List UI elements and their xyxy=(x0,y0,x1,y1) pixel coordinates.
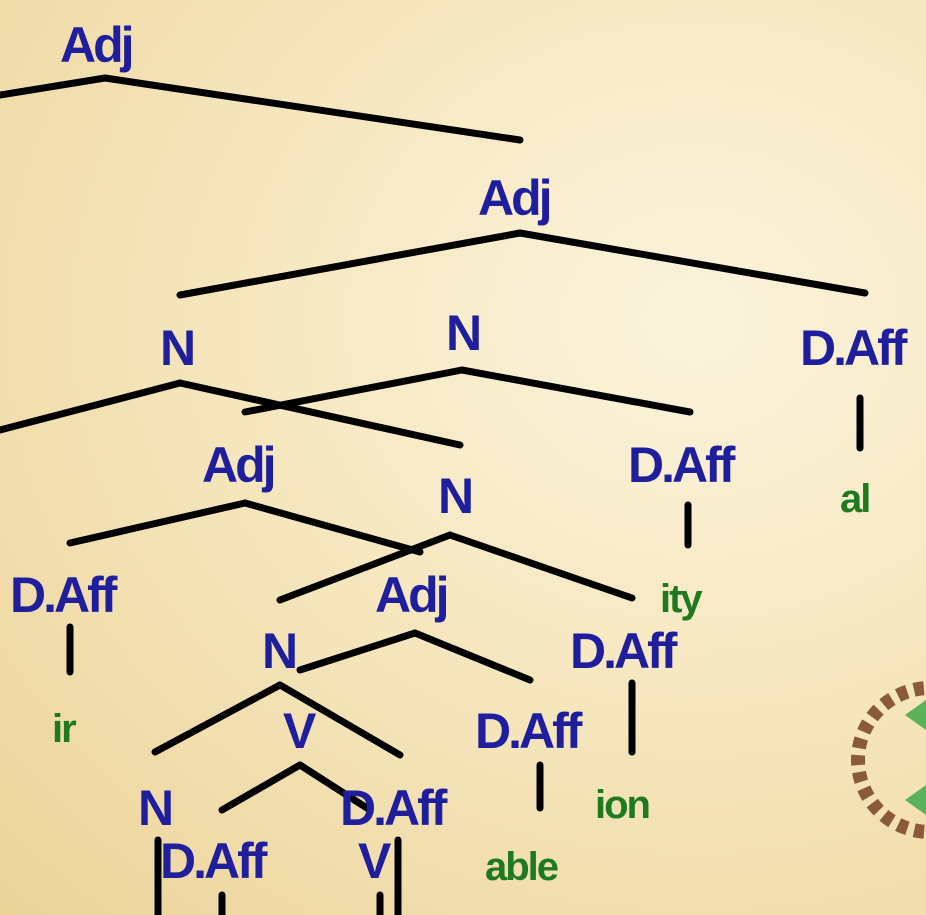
node-daff-ion: D.Aff xyxy=(570,623,678,679)
tree-nodes: Adj Adj N N D.Aff Adj N D.Aff D.Aff Adj … xyxy=(10,17,911,889)
tree-leaves: al ity ir ion able xyxy=(52,477,871,889)
tree-edges xyxy=(0,74,869,915)
node-n-left: N xyxy=(160,320,193,376)
node-n-bottom: N xyxy=(138,780,171,836)
node-daff-ity: D.Aff xyxy=(628,437,736,493)
leaf-ion: ion xyxy=(595,783,649,827)
node-adj-low: Adj xyxy=(375,567,447,623)
node-n-inner: N xyxy=(438,468,471,524)
node-adj-top: Adj xyxy=(60,17,132,73)
node-daff-right: D.Aff xyxy=(800,320,908,376)
node-n-mid: N xyxy=(446,305,479,361)
leaf-ir: ir xyxy=(52,707,76,751)
leaf-able: able xyxy=(485,845,558,889)
node-n-low: N xyxy=(262,623,295,679)
node-v-bottom: V xyxy=(358,833,392,889)
leaf-ity: ity xyxy=(660,577,703,621)
node-daff-able: D.Aff xyxy=(475,703,583,759)
node-adj-mid: Adj xyxy=(478,170,550,226)
node-adj-inner: Adj xyxy=(202,437,274,493)
decorative-emblem xyxy=(851,681,926,839)
node-v: V xyxy=(283,703,317,759)
node-daff-bottom-left: D.Aff xyxy=(160,833,268,889)
node-daff-ir: D.Aff xyxy=(10,567,118,623)
leaf-al: al xyxy=(840,477,869,521)
node-daff-bottom: D.Aff xyxy=(340,780,448,836)
